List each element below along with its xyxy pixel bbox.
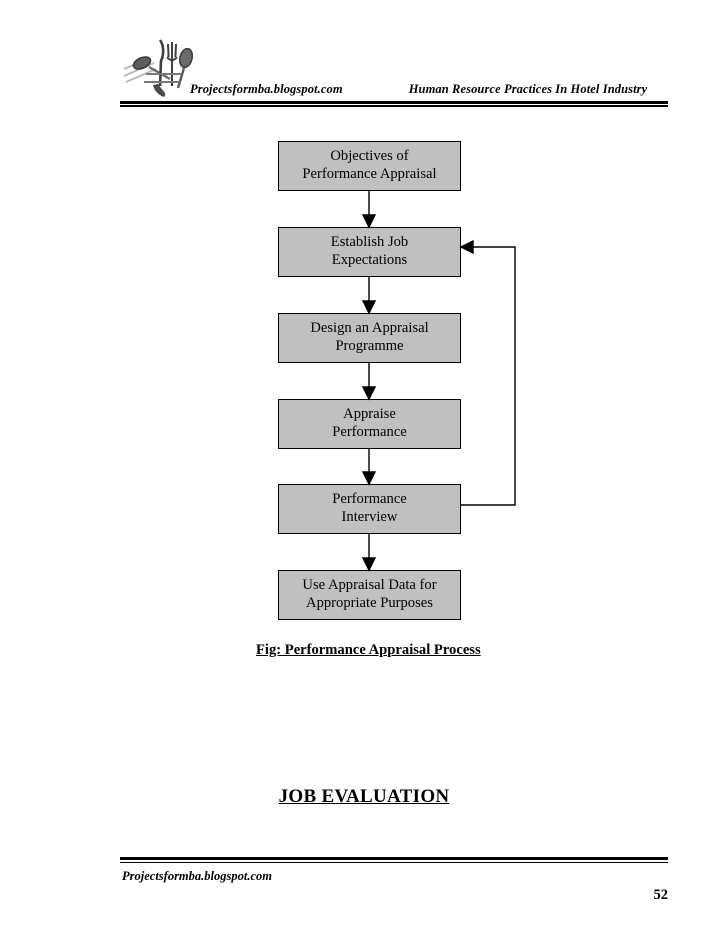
- header-site-name: Projectsformba.blogspot.com: [190, 82, 343, 96]
- cutlery-logo-icon: [120, 36, 200, 98]
- flow-node-interview-line2: Interview: [341, 509, 398, 525]
- flow-node-programme[interactable]: Design an Appraisal Programme: [278, 313, 461, 363]
- flow-node-expectations-line1: Establish Job: [330, 234, 409, 251]
- flow-node-programme-line2: Programme: [335, 338, 404, 354]
- flow-node-interview[interactable]: Performance Interview: [278, 484, 461, 534]
- header-divider: [120, 101, 668, 107]
- page-header: Projectsformba.blogspot.com Human Resour…: [120, 36, 668, 106]
- connector-1-arrowhead: [361, 214, 377, 229]
- footer-divider: [120, 857, 668, 863]
- flow-node-appraise[interactable]: Appraise Performance: [278, 399, 461, 449]
- section-heading-job-evaluation: JOB EVALUATION: [278, 786, 450, 807]
- footer-site-name: Projectsformba.blogspot.com: [122, 869, 272, 883]
- flow-node-interview-line1: Performance: [332, 491, 407, 508]
- flow-node-use-data[interactable]: Use Appraisal Data for Appropriate Purpo…: [278, 570, 461, 620]
- page-number: 52: [653, 887, 669, 903]
- flow-node-programme-line1: Design an Appraisal: [310, 320, 429, 337]
- flow-node-objectives-line1: Objectives of: [330, 148, 409, 165]
- flow-node-appraise-line2: Performance: [332, 424, 407, 440]
- connector-5-arrowhead: [361, 557, 377, 572]
- header-document-title: Human Resource Practices In Hotel Indust…: [408, 82, 648, 96]
- feedback-loop-line: [461, 246, 516, 506]
- header-title-row: Projectsformba.blogspot.com Human Resour…: [190, 82, 668, 100]
- flow-node-objectives[interactable]: Objectives of Performance Appraisal: [278, 141, 461, 191]
- connector-4-arrowhead: [361, 471, 377, 486]
- flow-node-objectives-line2: Performance Appraisal: [302, 166, 437, 182]
- flow-node-expectations-line2: Expectations: [331, 252, 408, 268]
- flow-node-use-data-line2: Appropriate Purposes: [306, 595, 433, 611]
- flow-node-use-data-line1: Use Appraisal Data for: [302, 577, 437, 594]
- connector-2-arrowhead: [361, 300, 377, 315]
- figure-caption: Fig: Performance Appraisal Process: [256, 642, 481, 658]
- flow-node-expectations[interactable]: Establish Job Expectations: [278, 227, 461, 277]
- flow-node-appraise-line1: Appraise: [343, 406, 396, 423]
- connector-3-arrowhead: [361, 386, 377, 401]
- feedback-loop-arrowhead: [459, 239, 474, 255]
